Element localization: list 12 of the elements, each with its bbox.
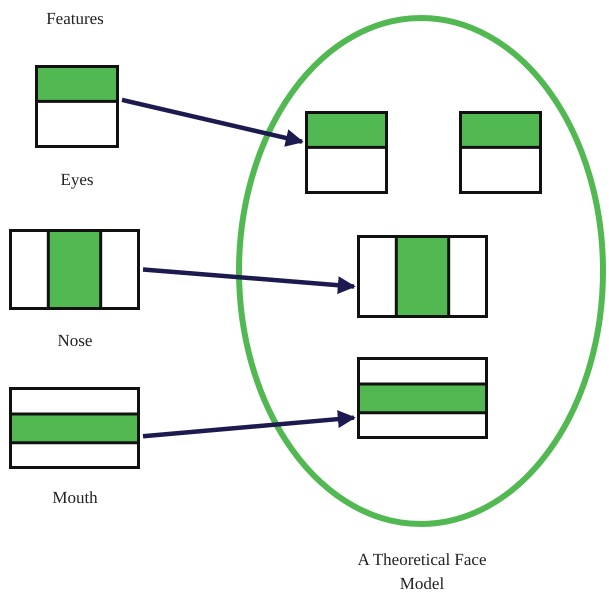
heading-label: Features: [45, 8, 105, 30]
feature-label: Nose: [56, 330, 94, 352]
feature-box: [357, 235, 488, 318]
feature-label: Eyes: [59, 169, 95, 191]
feature-label: Mouth: [51, 487, 99, 509]
feature-box: [305, 111, 388, 194]
arrow: [142, 410, 356, 438]
arrow: [122, 98, 304, 147]
face-model-label: A Theoretical Face Model: [357, 549, 487, 595]
arrow: [142, 267, 356, 294]
feature-box: [357, 357, 488, 439]
feature-box: [459, 111, 542, 194]
